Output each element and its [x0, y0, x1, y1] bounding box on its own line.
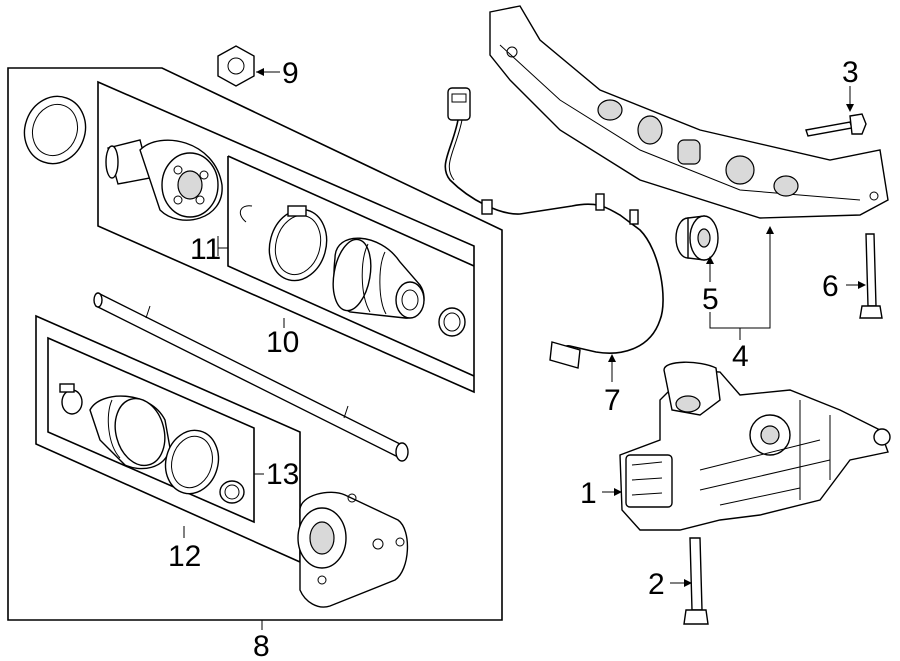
callout-6: 6 [822, 270, 839, 303]
snap-ring [239, 205, 253, 223]
outer-cv-joint [105, 139, 223, 221]
callout-11: 11 [190, 233, 221, 266]
boot-clamp-inner-large [164, 429, 220, 495]
bolt-vertical [859, 233, 883, 319]
callout-1: 1 [580, 477, 597, 510]
callout-4: 4 [732, 340, 749, 373]
callout-9: 9 [282, 57, 299, 90]
boot-clamp-large [268, 205, 328, 282]
bolt-upper [805, 113, 867, 137]
leader-lines [183, 68, 866, 630]
callout-10: 10 [266, 326, 299, 359]
seal-ring [23, 95, 87, 165]
wire-harness [444, 87, 664, 369]
callout-8: 8 [253, 630, 270, 661]
bolt-lower [683, 537, 709, 625]
axle-shaft [93, 292, 409, 462]
cv-boot-inner [89, 395, 171, 470]
outer-joint-kit-panel [97, 80, 475, 394]
retaining-ring [219, 480, 245, 504]
boot-clamp-small [438, 307, 466, 337]
boot-clamp-inner-small [59, 383, 83, 415]
nut [217, 45, 255, 87]
crossmember [489, 5, 889, 219]
bushing [675, 215, 719, 261]
tripod-housing [297, 491, 409, 608]
callout-12: 12 [168, 540, 201, 573]
callout-13: 13 [266, 458, 299, 491]
differential-housing [619, 361, 891, 531]
callout-7: 7 [604, 384, 621, 417]
cv-boot-outer [332, 237, 425, 319]
callout-2: 2 [648, 568, 665, 601]
callout-5: 5 [702, 283, 719, 316]
callout-3: 3 [842, 56, 859, 89]
callout-labels: 1 2 3 4 5 6 7 8 9 10 11 12 13 [168, 56, 859, 661]
halfshaft-assembly-panel [7, 67, 503, 621]
